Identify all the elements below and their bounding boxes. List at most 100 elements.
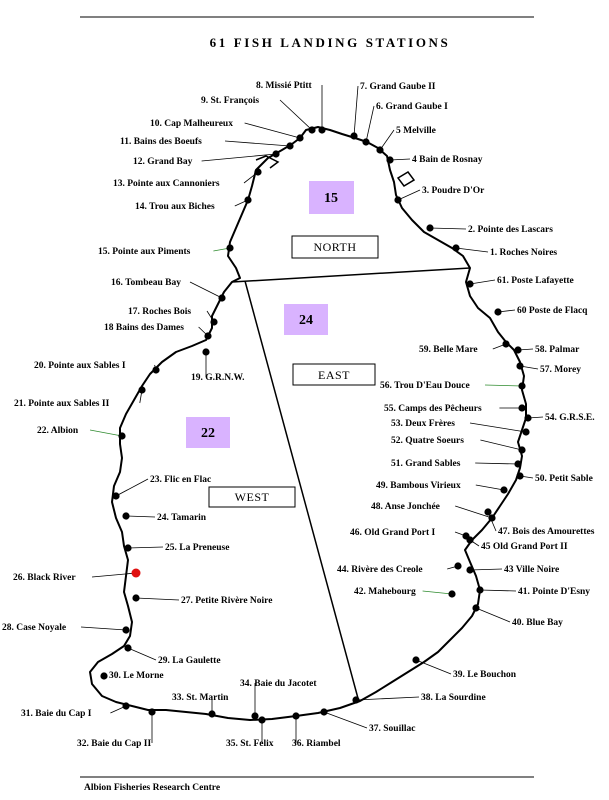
station-9: 9. St. François <box>201 96 316 134</box>
station-label: 20. Pointe aux Sables I <box>34 361 126 371</box>
station-leader-line <box>469 568 503 571</box>
station-49: 49. Bambous Virieux <box>376 481 508 494</box>
station-dot <box>208 710 216 718</box>
station-34: 34. Baie du Jacotet <box>240 679 317 720</box>
station-leader-line <box>127 647 157 661</box>
station-dot <box>500 486 508 494</box>
station-label: 22. Albion <box>37 426 79 436</box>
footer-credit: Albion Fisheries Research Centre <box>84 783 220 793</box>
station-dot <box>152 366 160 374</box>
station-33: 33. St. Martin <box>172 693 229 718</box>
station-label: 44. Rivère des Creole <box>337 565 423 575</box>
station-leader-line <box>135 597 180 601</box>
station-leader-line <box>189 281 223 299</box>
region-west-label: WEST <box>235 490 270 504</box>
station-dot <box>426 224 434 232</box>
station-53: 53. Deux Frères <box>391 419 530 436</box>
station-label: 6. Grand Gaube I <box>376 102 448 112</box>
station-dot <box>286 142 294 150</box>
station-dot <box>518 382 526 390</box>
station-dot <box>462 532 470 540</box>
station-7: 7. Grand Gaube II <box>350 82 436 140</box>
station-40: 40. Blue Bay <box>472 604 563 628</box>
station-leader-line <box>422 590 453 595</box>
station-leader-line <box>484 384 523 387</box>
station-dot <box>376 146 384 154</box>
station-dot <box>466 566 474 574</box>
station-label: 9. St. François <box>201 96 259 106</box>
station-leader-line <box>479 589 517 592</box>
station-leader-line <box>475 462 519 465</box>
station-leader-line <box>429 227 467 230</box>
station-60: 60 Poste de Flacq <box>494 306 588 316</box>
station-54: 54. G.R.S.E. <box>524 413 595 423</box>
station-label: 21. Pointe aux Sables II <box>14 399 110 409</box>
station-dot <box>254 168 262 176</box>
east-west-boundary <box>244 280 360 703</box>
station-leader-line <box>415 659 452 675</box>
station-48: 48. Anse Jonchée <box>371 502 496 522</box>
station-label: 52. Quatre Soeurs <box>391 436 464 446</box>
station-24: 24. Tamarin <box>122 512 207 523</box>
station-label: 11. Bains des Boeufs <box>120 137 202 147</box>
station-label: 18 Bains des Dames <box>104 323 184 333</box>
island-outline <box>89 126 527 721</box>
station-56: 56. Trou D'Eau Douce <box>380 381 526 391</box>
station-44: 44. Rivère des Creole <box>337 562 462 575</box>
station-dot <box>320 708 328 716</box>
station-52: 52. Quatre Soeurs <box>391 436 526 454</box>
station-label: 56. Trou D'Eau Douce <box>380 381 470 391</box>
station-label: 16. Tombeau Bay <box>111 278 181 288</box>
station-dot <box>454 562 462 570</box>
station-label: 29. La Gaulette <box>158 656 221 666</box>
station-label: 13. Pointe aux Cannoniers <box>113 179 220 189</box>
station-dot <box>352 696 360 704</box>
station-dot <box>258 716 266 724</box>
station-label: 47. Bois des Amourettes <box>498 527 595 537</box>
station-label: 61. Poste Lafayette <box>497 276 574 286</box>
station-dot <box>124 544 132 552</box>
station-47: 47. Bois des Amourettes <box>484 508 595 537</box>
station-dot <box>524 414 532 422</box>
station-61: 61. Poste Lafayette <box>466 276 574 288</box>
station-32: 32. Baie du Cap II <box>77 708 156 749</box>
station-dot <box>476 586 484 594</box>
station-2: 2. Pointe des Lascars <box>426 224 553 235</box>
station-leader-line <box>89 429 123 437</box>
station-dot <box>494 308 502 316</box>
station-dot <box>138 386 146 394</box>
station-leader-line <box>279 99 313 131</box>
zone-east-count: 24 <box>299 313 313 328</box>
station-label: 39. Le Bouchon <box>453 670 517 680</box>
station-25: 25. La Preneuse <box>124 543 229 553</box>
zone-north-box <box>309 181 354 214</box>
station-leader-line <box>115 478 149 497</box>
station-dot <box>122 512 130 520</box>
station-label: 12. Grand Bay <box>133 157 193 167</box>
station-label: 8. Missié Ptitt <box>256 81 313 91</box>
station-label: 7. Grand Gaube II <box>360 82 436 92</box>
station-26: 26. Black River <box>13 568 141 583</box>
station-dot <box>251 712 259 720</box>
region-north-label: NORTH <box>313 240 356 254</box>
station-dot <box>218 294 226 302</box>
station-leader-line <box>365 105 375 143</box>
station-dot <box>122 702 130 710</box>
station-dot <box>394 196 402 204</box>
station-label: 23. Flic en Flac <box>150 475 211 485</box>
station-dot <box>502 340 510 348</box>
station-17: 17. Roches Bois <box>128 307 218 326</box>
station-label: 28. Case Noyale <box>2 623 66 633</box>
station-leader-line <box>125 515 156 518</box>
station-label: 51. Grand Sables <box>391 459 461 469</box>
station-dot <box>122 626 130 634</box>
station-label: 14. Trou aux Biches <box>135 202 215 212</box>
station-dot <box>448 590 456 598</box>
station-leader-line <box>201 153 277 162</box>
station-label: 10. Cap Malheureux <box>150 119 233 129</box>
station-label: 42. Mahebourg <box>354 587 416 597</box>
region-east-label: EAST <box>318 368 350 382</box>
station-dot <box>412 656 420 664</box>
station-58: 58. Palmar <box>514 345 580 355</box>
